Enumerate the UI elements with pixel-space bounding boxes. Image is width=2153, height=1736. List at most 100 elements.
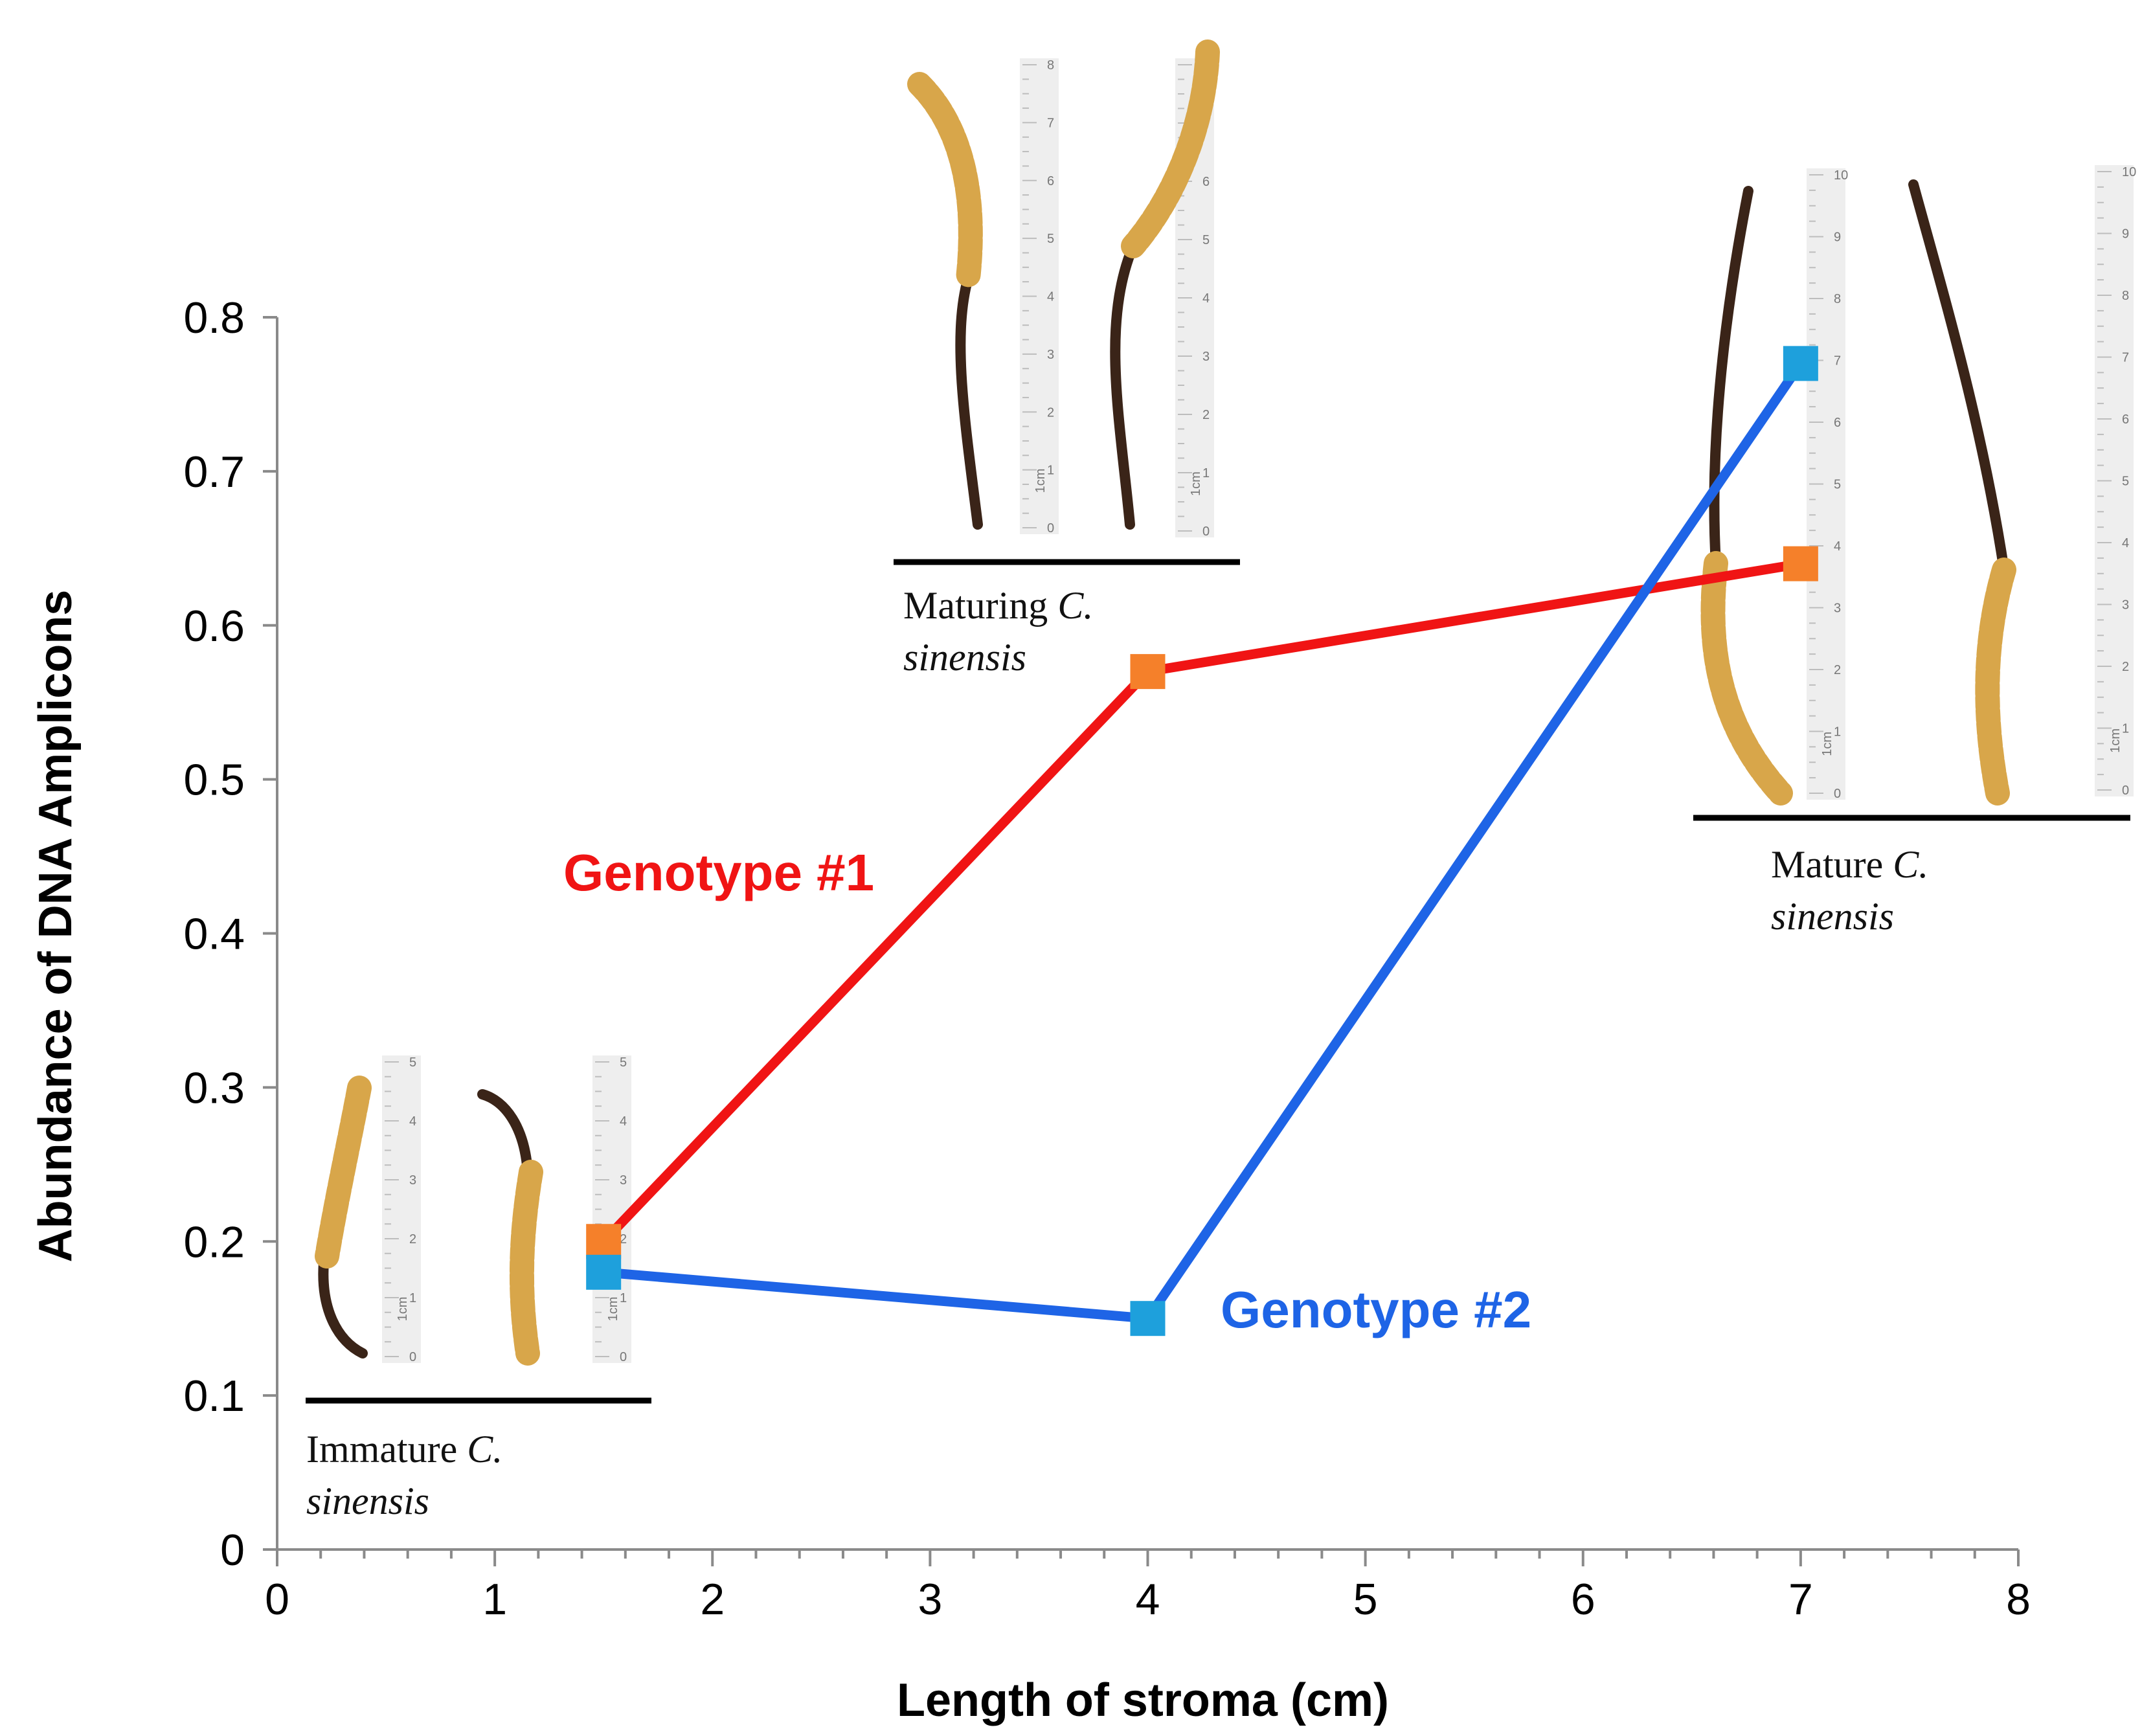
ruler-number: 4 <box>620 1114 627 1129</box>
y-tick-label: 0.8 <box>183 293 245 343</box>
y-tick-label: 0.4 <box>183 910 245 959</box>
specimen-maturing-1 <box>907 72 983 530</box>
ruler-number: 0 <box>1834 787 1841 801</box>
y-tick-label: 0 <box>220 1526 245 1575</box>
data-point-genotype-2 <box>1783 346 1818 381</box>
ruler-number: 0 <box>620 1350 627 1364</box>
data-point-genotype-1 <box>1130 654 1166 690</box>
series-label-genotype-2: Genotype #2 <box>1221 1281 1531 1338</box>
ruler-number: 6 <box>1834 416 1841 430</box>
stroma-shape <box>477 1089 533 1177</box>
caterpillar-body <box>907 72 983 291</box>
ruler-number: 4 <box>1834 539 1841 554</box>
caption-immature-species: sinensis <box>306 1480 429 1522</box>
series-label-genotype-1: Genotype #1 <box>563 844 874 901</box>
stroma-shape <box>955 273 983 530</box>
ruler-number: 1 <box>620 1291 627 1305</box>
ruler-number: 8 <box>1834 292 1841 306</box>
ruler-number: 4 <box>409 1114 416 1129</box>
ruler-number: 3 <box>1047 348 1054 362</box>
ruler-number: 3 <box>409 1173 416 1188</box>
specimen-illustrations: 0 1 2 3 4 5 1cm 0 1 2 3 4 5 1cm 0 1 2 3 4 5 6 7 8 1cm 0 1 2 3 4 5 6 7 8 1… <box>315 39 2136 1366</box>
ruler-number: 2 <box>409 1232 416 1246</box>
stroma-shape <box>1709 186 1753 569</box>
x-tick-label: 1 <box>482 1575 507 1624</box>
ruler-number: 8 <box>2122 289 2129 303</box>
series-line-genotype-1 <box>600 559 1802 1245</box>
ruler-number: 2 <box>1047 405 1054 420</box>
ruler-number: 2 <box>620 1232 627 1246</box>
caption-immature-genus: C. <box>467 1428 502 1471</box>
x-tick-label: 5 <box>1353 1575 1378 1624</box>
ruler-label: 1cm <box>2108 728 2123 753</box>
ruler-number: 9 <box>1834 231 1841 245</box>
x-tick-label: 2 <box>700 1575 725 1624</box>
ruler-number: 6 <box>2122 412 2129 427</box>
ruler-label: 1cm <box>1189 471 1203 496</box>
svg-text:Mature C.: Mature C. <box>1771 843 1928 886</box>
ruler-label: 1cm <box>1820 732 1834 756</box>
ruler-number: 1 <box>1047 464 1054 478</box>
caterpillar-body <box>1975 558 2016 806</box>
ruler-number: 1 <box>2122 722 2129 736</box>
caption-maturing-genus: C. <box>1057 584 1093 627</box>
specimen-mature-2 <box>1908 179 2016 806</box>
x-tick-label: 8 <box>2006 1575 2031 1624</box>
ruler-number: 6 <box>1202 175 1210 189</box>
caption-mature-genus: C. <box>1893 843 1928 886</box>
x-tick-label: 3 <box>918 1575 942 1624</box>
svg-text:Maturing C.: Maturing C. <box>903 584 1093 627</box>
ruler-number: 2 <box>2122 660 2129 674</box>
ruler-number: 0 <box>1047 521 1054 535</box>
x-tick-label: 4 <box>1136 1575 1160 1624</box>
specimen-immature-1 <box>315 1076 372 1358</box>
y-tick-label: 0.1 <box>183 1371 245 1421</box>
caption-maturing: Maturing C. sinensis <box>894 559 1240 679</box>
ruler-number: 5 <box>1202 233 1210 247</box>
ruler-number: 7 <box>2122 351 2129 365</box>
ruler-number: 0 <box>1202 524 1210 539</box>
caterpillar-body <box>509 1160 543 1366</box>
ruler-number: 6 <box>1047 174 1054 188</box>
y-axis-ticks: 00.10.20.30.40.50.60.70.8 <box>183 293 277 1575</box>
caterpillar-body <box>315 1076 372 1268</box>
stroma-shape <box>1110 241 1138 530</box>
ruler-number: 3 <box>1834 602 1841 616</box>
specimen-immature-2 <box>477 1089 543 1366</box>
ruler-number: 3 <box>2122 598 2129 613</box>
caption-maturing-text: Maturing <box>903 584 1057 627</box>
caterpillar-body <box>1700 551 1793 806</box>
ruler-number: 4 <box>1047 290 1054 304</box>
data-point-genotype-2 <box>586 1254 622 1290</box>
ruler-number: 7 <box>1834 354 1841 368</box>
stroma-shape <box>1908 179 2009 575</box>
x-axis-title: Length of stroma (cm) <box>897 1674 1389 1726</box>
ruler-number: 1 <box>1202 466 1210 480</box>
y-tick-label: 0.6 <box>183 602 245 651</box>
ruler-number: 10 <box>1834 168 1848 183</box>
ruler-number: 5 <box>1834 478 1841 492</box>
x-tick-label: 7 <box>1788 1575 1813 1624</box>
ruler-label: 1cm <box>396 1297 410 1322</box>
ruler-number: 4 <box>2122 536 2129 550</box>
ruler-icon: 0 1 2 3 4 5 6 7 8 9 10 1cm <box>1807 168 1848 801</box>
caption-immature-text: Immature <box>306 1428 467 1471</box>
caption-immature: Immature C. sinensis <box>306 1397 651 1522</box>
y-axis-title: Abundance of DNA Amplicons <box>30 590 82 1263</box>
ruler-number: 2 <box>1834 663 1841 677</box>
stroma-shape <box>318 1257 368 1358</box>
ruler-number: 5 <box>620 1055 627 1070</box>
series-markers <box>586 346 1818 1336</box>
x-tick-label: 6 <box>1571 1575 1595 1624</box>
data-point-genotype-1 <box>586 1224 622 1259</box>
svg-text:Immature C.: Immature C. <box>306 1428 502 1471</box>
ruler-number: 0 <box>409 1350 416 1364</box>
ruler-number: 1 <box>1834 725 1841 739</box>
data-point-genotype-2 <box>1130 1301 1166 1336</box>
ruler-number: 5 <box>409 1055 416 1070</box>
ruler-number: 5 <box>2122 475 2129 489</box>
